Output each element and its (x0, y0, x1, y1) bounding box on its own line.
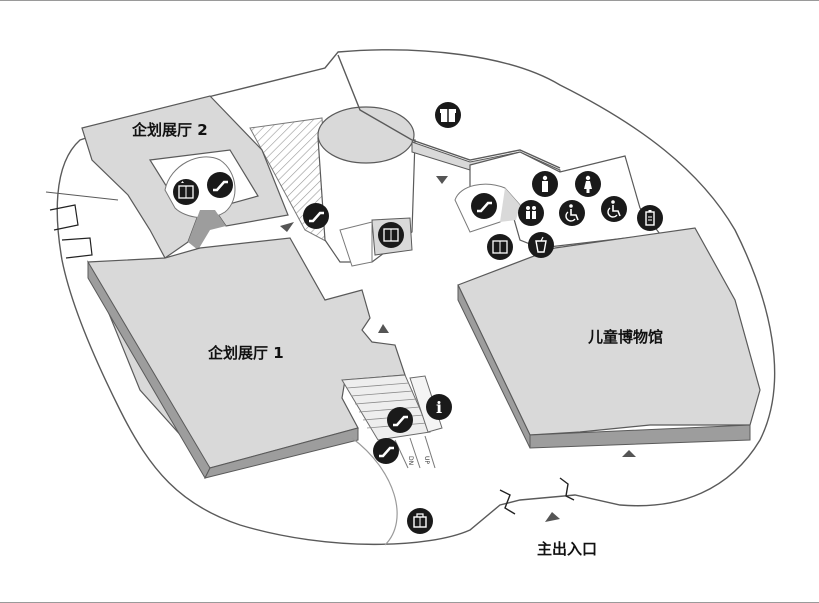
left-wall-line (45, 191, 119, 201)
arrow-hall1 (378, 324, 389, 333)
gift-shop-icon[interactable] (435, 102, 461, 128)
escalator-icon[interactable] (303, 203, 329, 229)
north-wall (337, 54, 561, 169)
hall-2-label: 企划展厅 2 (131, 121, 208, 139)
arrow-kids (622, 450, 636, 457)
wheelchair-restroom-icon[interactable] (601, 196, 627, 222)
main-door-left (499, 489, 516, 515)
arrow-top (436, 176, 448, 184)
left-door-1 (49, 204, 79, 231)
family-restroom-icon[interactable] (518, 200, 544, 226)
childrens-museum-label: 儿童博物馆 (587, 328, 663, 346)
svg-text:i: i (436, 398, 442, 417)
elevator-icon[interactable] (487, 234, 513, 260)
main-entrance-label: 主出入口 (537, 540, 597, 558)
childrens-museum[interactable]: 儿童博物馆 (457, 227, 761, 449)
hall-1-label: 企划展厅 1 (207, 344, 284, 362)
wheelchair-restroom-icon[interactable] (559, 200, 585, 226)
escalator-dn-label: DN (407, 456, 414, 465)
escalator-icon[interactable] (373, 438, 399, 464)
locker-icon[interactable] (407, 508, 433, 534)
drinking-water-icon[interactable] (528, 232, 554, 258)
information-icon[interactable]: i (426, 394, 452, 420)
escalator-icon[interactable] (207, 172, 233, 198)
escalator-icon[interactable] (471, 193, 497, 219)
charging-icon[interactable] (637, 205, 663, 231)
male-restroom-icon[interactable] (532, 171, 558, 197)
arrow-entrance (545, 512, 560, 522)
female-restroom-icon[interactable] (575, 171, 601, 197)
arrow-hall2 (280, 222, 294, 232)
escalator-icon[interactable] (387, 407, 413, 433)
exhibition-hall-1[interactable]: 企划展厅 1 (87, 237, 406, 480)
left-door-2 (61, 237, 93, 259)
elevator-icon[interactable] (378, 222, 404, 248)
main-door-right (559, 477, 575, 501)
elevator-icon[interactable] (173, 179, 199, 205)
escalator-up-label: UP (423, 456, 430, 464)
entrance-curve (351, 437, 398, 546)
